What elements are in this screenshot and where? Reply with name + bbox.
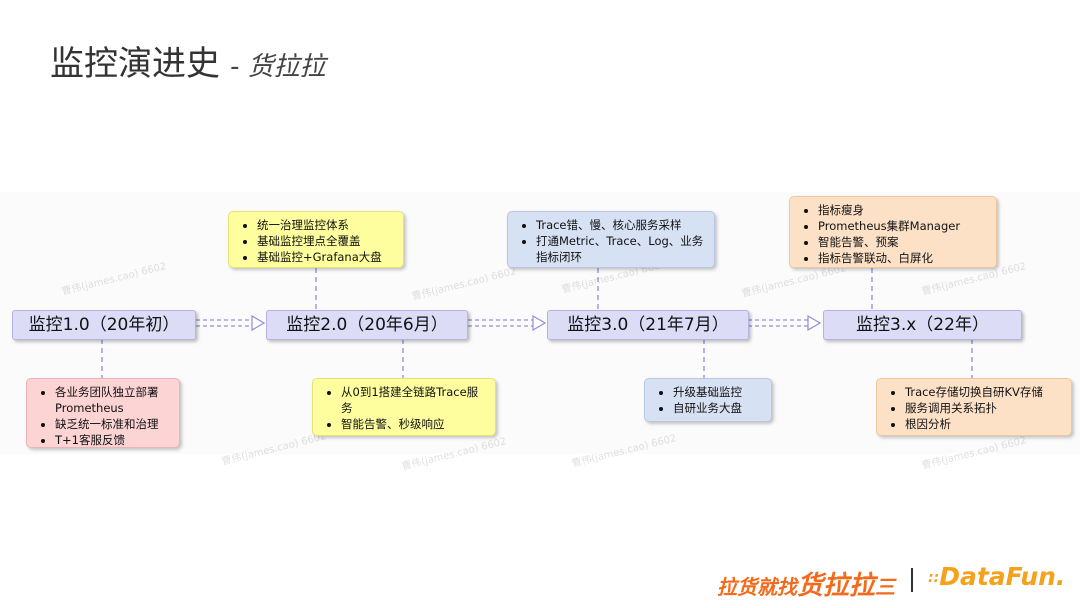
note-item: 缺乏统一标准和治理 [55,416,171,432]
note-item: Trace存储切换自研KV存储 [905,384,1063,400]
datafun-dots-icon: :: [928,570,940,586]
logo-divider [911,568,913,592]
note-item: 基础监控埋点全覆盖 [257,233,395,249]
note-stage2-top: 统一治理监控体系 基础监控埋点全覆盖 基础监控+Grafana大盘 [228,211,404,268]
arrow-stage1-to-stage2 [196,319,256,327]
note-item: 指标告警联动、白屏化 [818,250,988,266]
huolala-slogan-small: 拉货就找 [717,575,797,599]
note-item: 根因分析 [905,416,1063,432]
huolala-logo: 拉货就找货拉拉三 [717,565,895,602]
title-subtitle: - 货拉拉 [230,52,326,82]
note-item: 统一治理监控体系 [257,217,395,233]
note-item: 从0到1搭建全链路Trace服务 [341,384,487,416]
note-item: Prometheus集群Manager [818,218,988,234]
stage-4-box: 监控3.x（22年） [823,310,1022,340]
note-stage3-bottom: 升级基础监控 自研业务大盘 [644,378,772,422]
note-stage3-top: Trace错、慢、核心服务采样 打通Metric、Trace、Log、业务指标闭… [507,211,715,268]
huolala-slogan-big: 货拉拉 [797,571,876,601]
huolala-mark: 三 [875,575,896,599]
note-stage1-bottom: 各业务团队独立部署Prometheus 缺乏统一标准和治理 T+1客服反馈 [26,378,180,448]
note-stage4-bottom: Trace存储切换自研KV存储 服务调用关系拓扑 根因分析 [876,378,1072,436]
stage-2-box: 监控2.0（20年6月） [266,310,468,340]
arrow-stage2-to-stage3 [468,319,536,327]
note-item: 指标瘦身 [818,202,988,218]
title-text: 监控演进史 [50,44,220,84]
datafun-wordmark: DataFun. [939,562,1066,591]
page-title: 监控演进史 - 货拉拉 [50,36,326,85]
datafun-logo: ::DataFun. [928,562,1065,591]
note-item: T+1客服反馈 [55,432,171,448]
note-stage2-bottom: 从0到1搭建全链路Trace服务 智能告警、秒级响应 [312,378,496,436]
note-item: 打通Metric、Trace、Log、业务指标闭环 [536,233,706,265]
note-item: 升级基础监控 [673,384,763,400]
note-item: 智能告警、秒级响应 [341,416,487,432]
note-item: Trace错、慢、核心服务采样 [536,217,706,233]
note-item: 自研业务大盘 [673,400,763,416]
note-item: 智能告警、预案 [818,234,988,250]
note-item: 各业务团队独立部署Prometheus [55,384,171,416]
note-stage4-top: 指标瘦身 Prometheus集群Manager 智能告警、预案 指标告警联动、… [789,196,997,268]
arrow-stage3-to-stage4 [748,319,810,327]
note-item: 服务调用关系拓扑 [905,400,1063,416]
stage-3-box: 监控3.0（21年7月） [547,310,749,340]
note-item: 基础监控+Grafana大盘 [257,249,395,265]
stage-1-box: 监控1.0（20年初） [12,310,196,340]
